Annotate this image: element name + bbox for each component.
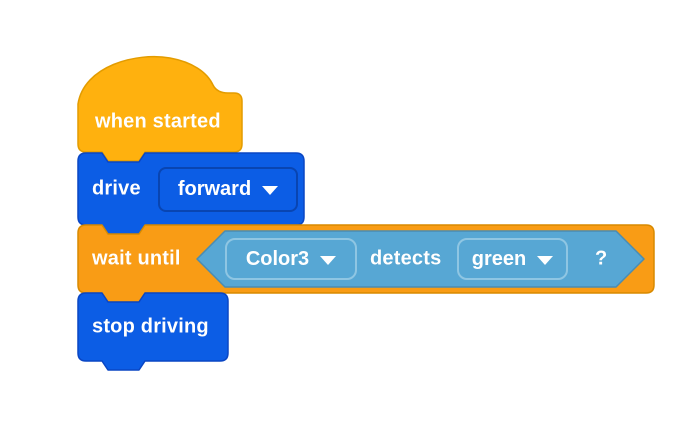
drive-direction-value: forward	[177, 178, 252, 200]
chevron-down-icon	[537, 255, 554, 265]
stop-driving-label: stop driving	[92, 315, 209, 338]
wait-until-label: wait until	[92, 247, 181, 270]
when-started-label: when started	[95, 110, 221, 133]
condition-sensor-dropdown[interactable]: Color3	[225, 238, 357, 280]
condition-question-mark: ?	[595, 247, 608, 270]
chevron-down-icon	[262, 186, 279, 195]
chevron-down-icon	[320, 255, 337, 265]
drive-direction-dropdown[interactable]: forward	[158, 167, 298, 212]
stop-driving-block[interactable]	[77, 292, 229, 371]
condition-sensor-value: Color3	[245, 247, 310, 270]
condition-color-value: green	[471, 247, 527, 270]
when-started-block[interactable]	[77, 55, 243, 162]
drive-label: drive	[92, 177, 141, 200]
condition-color-dropdown[interactable]: green	[457, 238, 568, 280]
condition-detects-label: detects	[370, 247, 442, 270]
